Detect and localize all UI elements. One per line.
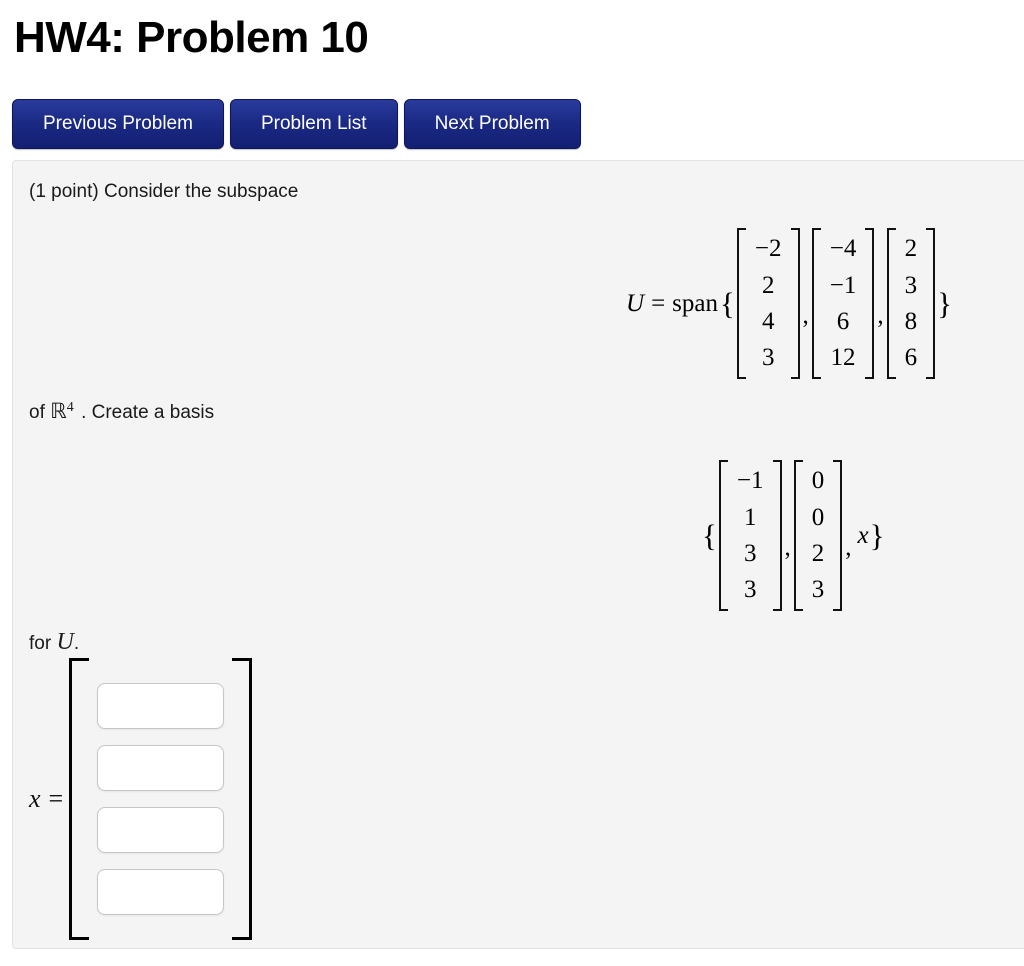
matrix-cell: 4	[761, 308, 775, 336]
answer-vector	[69, 658, 253, 941]
previous-problem-button[interactable]: Previous Problem	[12, 99, 224, 150]
matrix-cell: −1	[736, 467, 764, 495]
left-bracket	[718, 460, 728, 612]
matrix-cell: 3	[811, 576, 825, 604]
comma: ,	[877, 301, 884, 329]
exponent: 4	[66, 400, 74, 416]
open-brace: {	[702, 517, 717, 553]
u-symbol: U	[626, 289, 645, 317]
real-numbers-symbol: ℝ	[50, 399, 67, 424]
matrix-cell: −2	[754, 235, 782, 263]
close-brace: }	[937, 285, 952, 321]
u-symbol: U	[56, 629, 74, 656]
right-bracket	[926, 228, 936, 380]
comma: ,	[784, 533, 791, 561]
matrix-cell: 2	[904, 235, 918, 263]
period: .	[73, 633, 80, 655]
answer-area: x=	[29, 658, 253, 941]
right-bracket	[232, 658, 253, 941]
matrix-cell: 0	[811, 467, 825, 495]
left-bracket	[736, 228, 746, 380]
problem-statement-intro: (1 point) Consider the subspace	[29, 181, 299, 203]
x-symbol: x	[857, 521, 869, 549]
matrix-cell: 3	[743, 540, 757, 568]
matrix-cell: 0	[811, 503, 825, 531]
matrix-cell: 2	[761, 271, 775, 299]
close-brace: }	[869, 517, 885, 553]
right-bracket	[865, 228, 875, 380]
open-brace: {	[720, 285, 735, 321]
problem-nav-bar: Previous Problem Problem List Next Probl…	[12, 99, 1024, 150]
basis-set-expression: { −1 1 3 3 , 0 0 2 3 , x }	[701, 459, 886, 612]
mid-text: of ℝ4 . Create a basis	[29, 399, 214, 424]
answer-lhs: x=	[29, 784, 63, 814]
matrix-cell: 3	[761, 344, 775, 372]
x-symbol: x	[29, 784, 41, 814]
vector-entry-input-1[interactable]	[97, 683, 225, 730]
matrix-cell: −4	[829, 235, 857, 263]
matrix-cell: 2	[811, 540, 825, 568]
create-basis-label: . Create a basis	[81, 402, 215, 424]
for-label: for	[29, 633, 52, 655]
left-bracket	[69, 658, 90, 941]
page-title: HW4: Problem 10	[14, 13, 369, 62]
matrix-cell: −1	[829, 271, 857, 299]
left-bracket	[886, 228, 896, 380]
of-label: of	[29, 402, 45, 424]
matrix-1: −2 2 4 3	[736, 228, 800, 380]
basis-matrix-1: −1 1 3 3	[718, 460, 782, 612]
matrix-cell: 1	[743, 503, 757, 531]
right-bracket	[772, 460, 782, 612]
left-bracket	[811, 228, 821, 380]
matrix-cell: 8	[904, 308, 918, 336]
right-bracket	[790, 228, 800, 380]
comma: ,	[845, 533, 852, 561]
matrix-cell: 6	[836, 308, 850, 336]
matrix-cell: 6	[904, 344, 918, 372]
matrix-cell: 3	[743, 576, 757, 604]
next-problem-button[interactable]: Next Problem	[403, 99, 581, 150]
matrix-3: 2 3 8 6	[886, 228, 936, 380]
problem-list-button[interactable]: Problem List	[229, 99, 398, 150]
vector-entry-input-4[interactable]	[97, 869, 225, 916]
span-equation: U = span { −2 2 4 3 , −4 −1 6 12 ,	[626, 227, 953, 380]
right-bracket	[833, 460, 843, 612]
equals-sign: =	[651, 289, 666, 317]
basis-matrix-2: 0 0 2 3	[793, 460, 843, 612]
vector-entry-input-2[interactable]	[97, 745, 225, 792]
for-u-text: for U.	[29, 629, 79, 656]
comma: ,	[802, 301, 809, 329]
problem-panel: (1 point) Consider the subspace U = span…	[12, 160, 1024, 950]
left-bracket	[793, 460, 803, 612]
matrix-2: −4 −1 6 12	[811, 228, 875, 380]
matrix-cell: 3	[904, 271, 918, 299]
span-label: span	[672, 289, 718, 317]
matrix-cell: 12	[830, 344, 856, 372]
equals-sign: =	[48, 784, 64, 814]
vector-entry-input-3[interactable]	[97, 807, 225, 854]
